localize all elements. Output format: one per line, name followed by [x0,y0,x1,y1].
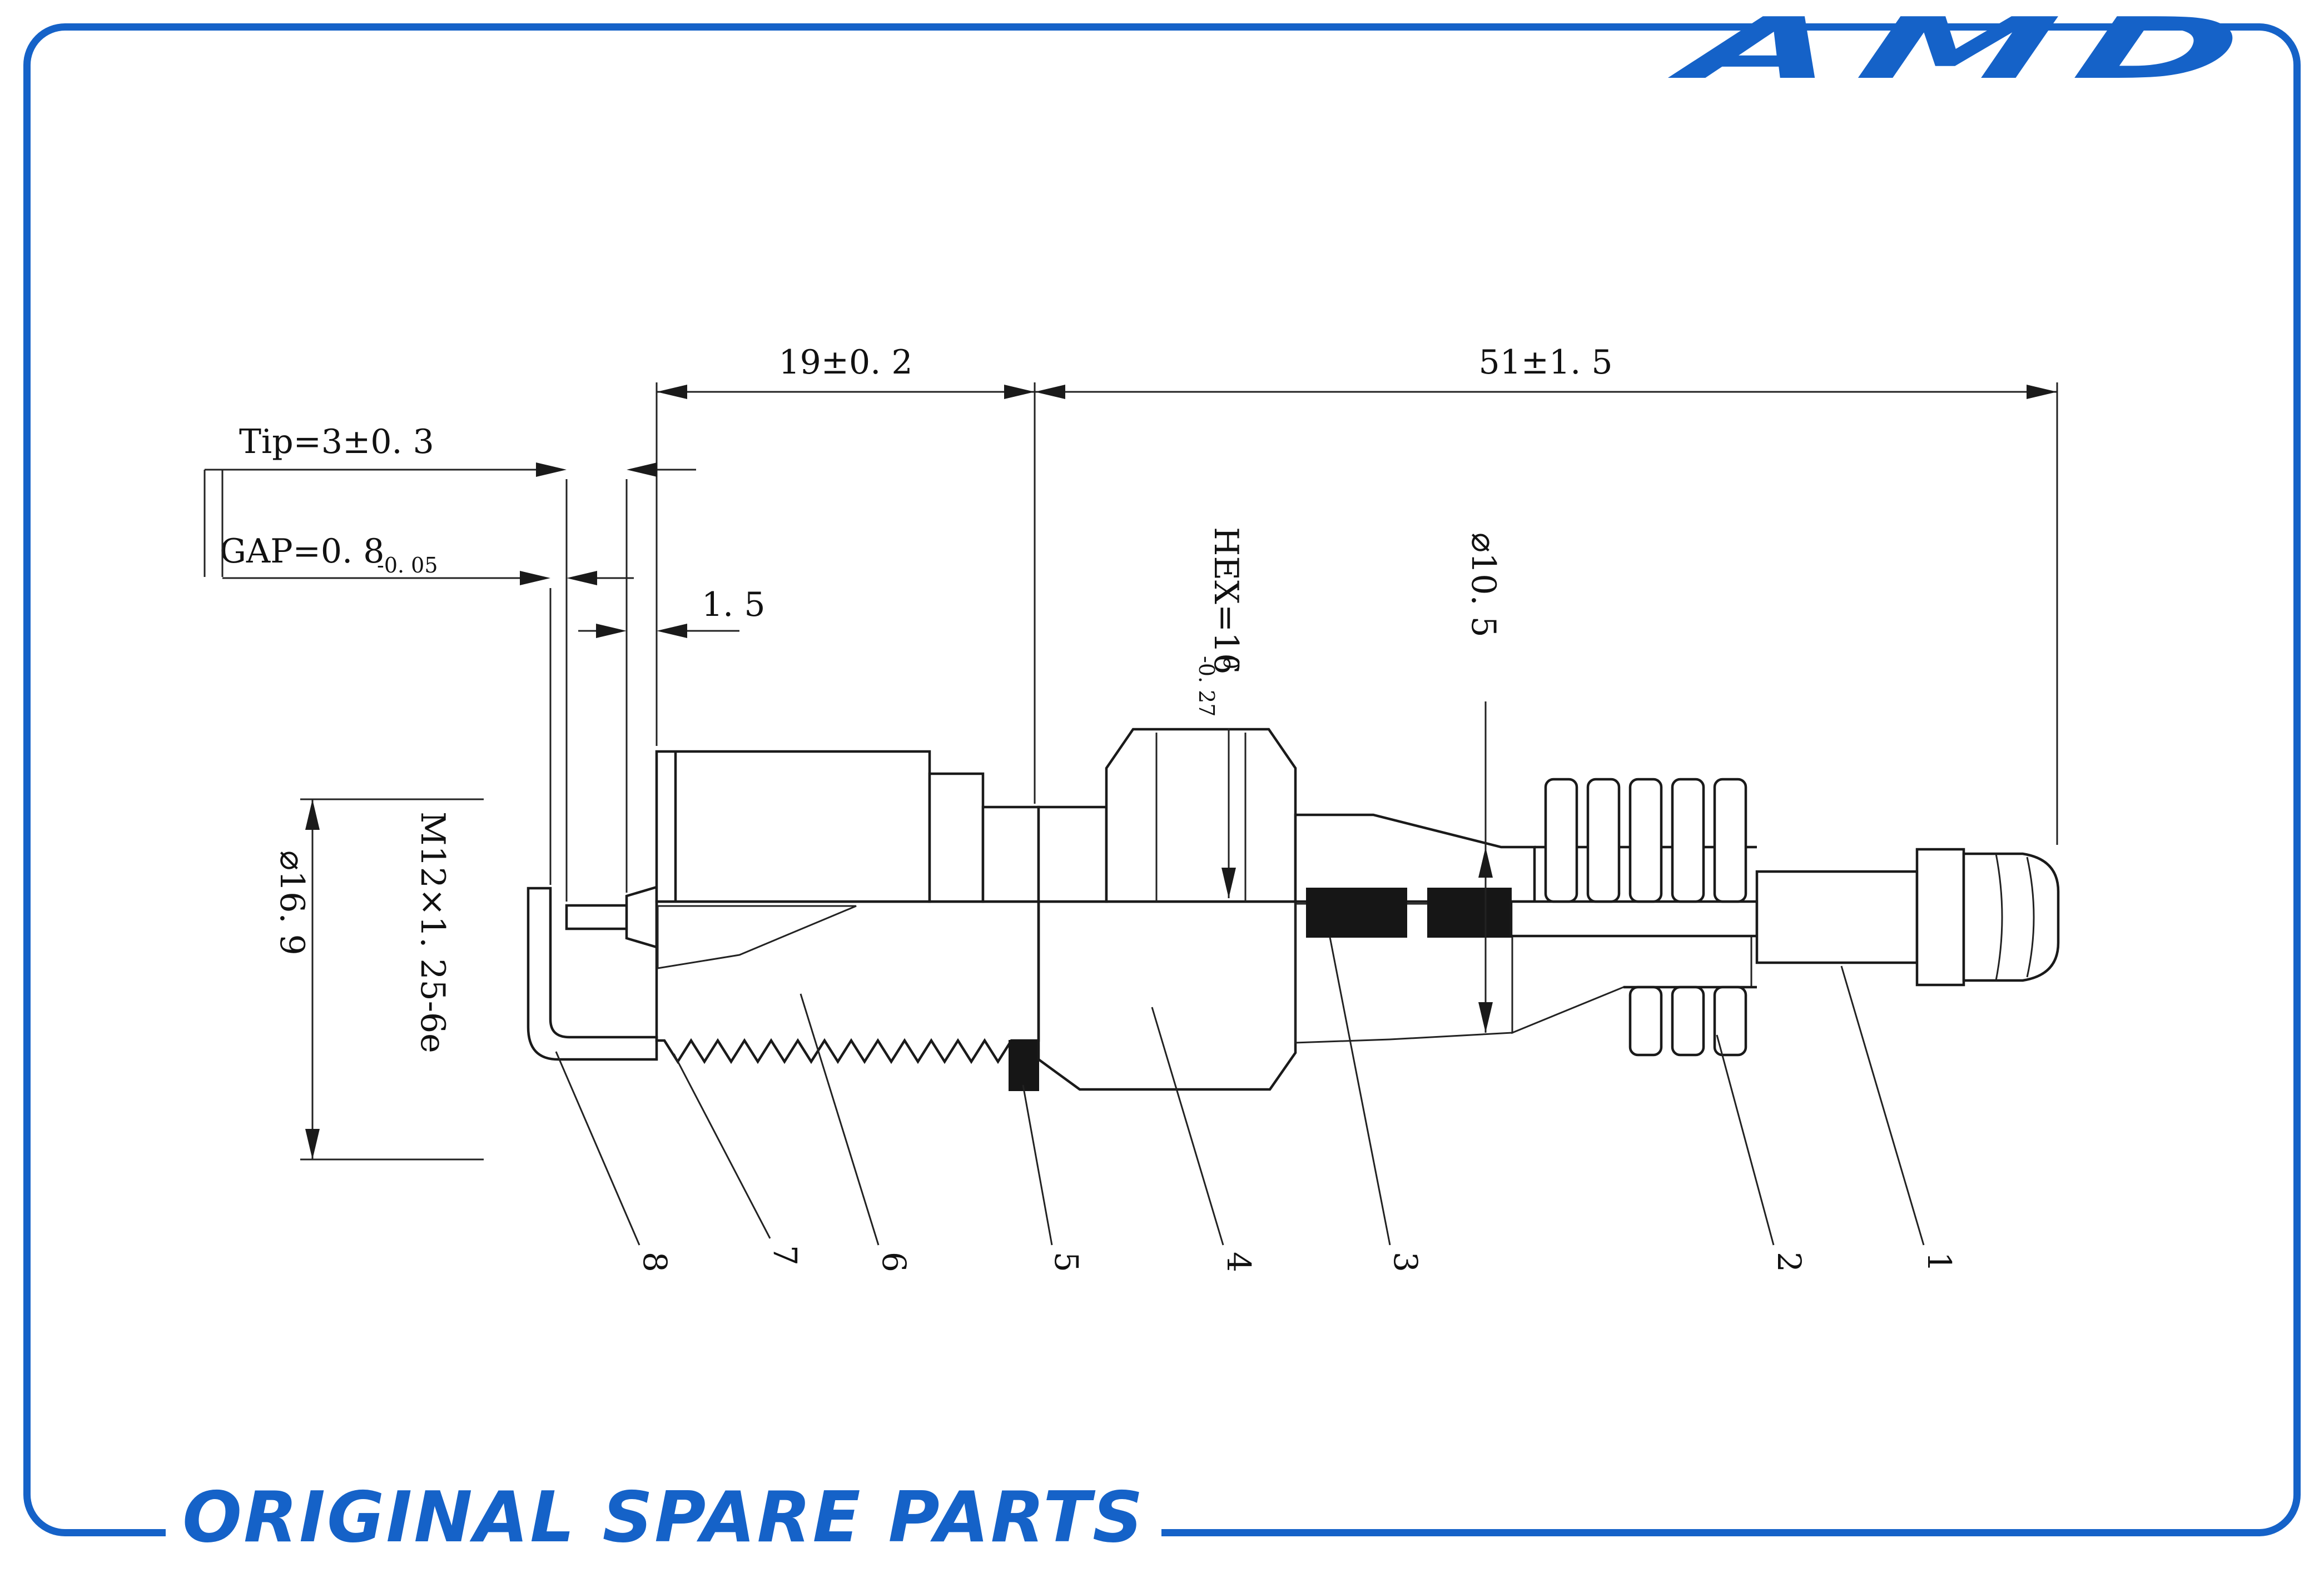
dim-insulator-length: 51±1. 5 [1478,343,1612,382]
part-number-4: 4 [1220,1252,1258,1272]
shell-collar-3 [1037,805,1108,903]
insulator-rib [1671,778,1705,903]
leader-line [673,1053,771,1239]
leader-line [800,993,880,1246]
insulator-body [655,750,931,903]
part-number-label: 1 [1920,1252,1958,1272]
dim-shell-dia: ⌀16. 9 [272,850,311,955]
insulator-rib [1544,778,1578,903]
part-number-label: 4 [1220,1252,1258,1272]
arrowhead [536,462,567,477]
arrowhead [305,799,320,830]
part-number-3: 3 [1387,1252,1424,1272]
part-number-6: 6 [875,1252,913,1272]
brand-tagline: ORIGINAL SPARE PARTS [166,1480,1161,1555]
arrowhead [1478,1002,1493,1033]
leader-line [1151,1007,1224,1246]
dim-hex: HEX=16 [1206,527,1245,674]
terminal-neck [1755,870,1919,964]
dim-nose-projection: 1. 5 [702,585,766,624]
dim-hex-group: HEX=16 0 -0. 27 [1194,527,1245,717]
arrowhead [627,462,657,477]
part-number-1: 1 [1920,1252,1958,1272]
dim-thread-spec-group: M12×1. 25-6e [413,812,452,1053]
leader-line [1022,1084,1053,1246]
dim-hex-lower-tol: -0. 27 [1194,656,1219,717]
shell-flange-section [1037,900,1297,1091]
insulator-rib [1713,985,1747,1057]
hex-nut [1105,728,1297,903]
leader-line [555,1051,640,1246]
insulator-nose [625,885,658,949]
terminal-ring [1915,848,1965,987]
ground-electrode [527,887,658,1061]
insulator-bore-wedge [657,905,857,969]
arrowhead [520,571,550,585]
terminal-cap [1962,852,2060,982]
plug-drawing [527,728,2060,1091]
arrowhead [1221,868,1236,898]
terminal-stud [1509,900,1759,938]
terminal-cap-contour [1995,853,2003,981]
dim-thread-length: 19±0. 2 [778,343,912,382]
arrowhead [657,385,687,399]
part-number-label: 2 [1770,1252,1808,1272]
insulator-rib [1713,778,1747,903]
shell-thread-section [655,900,1040,1064]
arrowhead [596,624,627,638]
part-number-label: 7 [766,1245,804,1266]
inner-seal-ring [1427,888,1512,938]
arrowhead [305,1129,320,1159]
leader-line [1329,937,1391,1246]
arrowhead [2027,385,2057,399]
inner-seal-ring [1306,888,1407,938]
dim-hex-upper-tol: 0 [1219,656,1243,669]
insulator-rib [1628,778,1663,903]
leader-line [1716,1034,1775,1246]
dim-gap: GAP=0. 8 [220,532,384,571]
dim-insulator-dia: ⌀10. 5 [1464,532,1503,638]
part-number-label: 5 [1047,1252,1085,1272]
insulator-rib [1586,778,1621,903]
dim-insulator-dia-group: ⌀10. 5 [1464,532,1503,638]
shell-collar-2 [981,805,1040,903]
dim-tip: Tip=3±0. 3 [239,422,434,461]
insulator-rib [1628,985,1663,1057]
crush-gasket [1009,1040,1039,1091]
part-number-label: 8 [636,1252,674,1272]
dim-gap-tolerance: -0. 05 [377,553,438,578]
arrowhead [1004,385,1035,399]
insulator-rib [1671,985,1705,1057]
part-number-5: 5 [1047,1252,1085,1272]
arrowhead [1478,847,1493,878]
arrowhead [567,571,597,585]
arrowhead [657,624,687,638]
dimension-annotations: 19±0. 2 51±1. 5 Tip=3±0. 3 GAP=0. 8 -0. … [203,343,2058,1161]
arrowhead [1035,385,1065,399]
part-number-7: 7 [766,1245,804,1266]
leader-line [1840,965,1925,1246]
dim-thread-spec: M12×1. 25-6e [413,812,452,1053]
dim-shell-dia-group: ⌀16. 9 [272,850,311,955]
part-number-label: 3 [1387,1252,1424,1272]
terminal-cap-contour [2026,857,2035,978]
part-number-8: 8 [636,1252,674,1272]
part-number-2: 2 [1770,1252,1808,1272]
part-callouts: 8 7 6 5 4 3 2 1 [555,937,1958,1272]
shell-collar-1 [928,772,985,903]
part-number-label: 6 [875,1252,913,1272]
